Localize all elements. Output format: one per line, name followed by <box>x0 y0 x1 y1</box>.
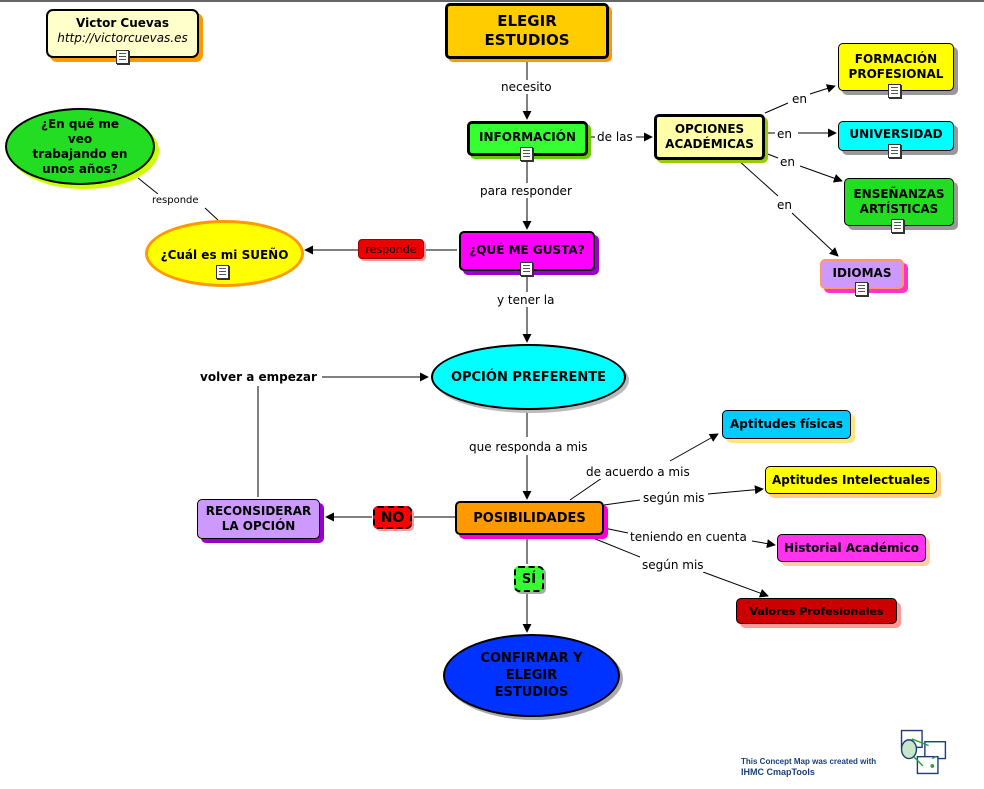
node-valores-profesionales[interactable]: Valores Profesionales <box>736 598 897 624</box>
document-icon[interactable] <box>520 262 533 276</box>
node-elegir-estudios[interactable]: ELEGIR ESTUDIOS <box>445 3 609 59</box>
link-label-en-artisticas: en <box>780 155 795 169</box>
link-label-si: SÍ <box>514 566 544 592</box>
link-label-en-universidad: en <box>777 127 792 141</box>
link-label-segun-mis-1: según mis <box>643 491 705 505</box>
document-icon[interactable] <box>855 282 868 296</box>
link-label-de-acuerdo: de acuerdo a mis <box>586 465 690 479</box>
node-opcion-preferente[interactable]: OPCIÓN PREFERENTE <box>431 344 626 410</box>
node-confirmar[interactable]: CONFIRMAR Y ELEGIR ESTUDIOS <box>443 634 620 717</box>
link-label-que-responda: que responda a mis <box>469 440 588 454</box>
link-label-responde-sueno: responde <box>358 239 424 259</box>
footer-caption: This Concept Map was created with IHMC C… <box>741 757 877 777</box>
link-label-en-idiomas: en <box>777 198 792 212</box>
document-icon[interactable] <box>216 265 229 279</box>
node-opciones-academicas[interactable]: OPCIONES ACADÉMICAS <box>654 114 765 160</box>
node-que-me-gusta[interactable]: ¿QUÉ ME GUSTA? <box>459 231 595 271</box>
link-label-volver-a-empezar: volver a empezar <box>200 370 317 384</box>
document-icon[interactable] <box>888 144 901 158</box>
document-icon[interactable] <box>891 219 904 233</box>
author-url: http://victorcuevas.es <box>57 31 188 45</box>
link-label-para-responder: para responder <box>480 184 572 198</box>
author-name: Victor Cuevas <box>76 16 169 30</box>
document-icon[interactable] <box>116 50 129 64</box>
node-trabajando[interactable]: ¿En qué me veo trabajando en unos años? <box>5 108 155 185</box>
document-icon[interactable] <box>888 84 901 98</box>
link-label-segun-mis-2: según mis <box>642 558 704 572</box>
node-historial-academico[interactable]: Historial Académico <box>777 534 926 562</box>
link-label-teniendo: teniendo en cuenta <box>630 530 747 544</box>
link-label-en-fp: en <box>792 92 807 106</box>
node-posibilidades[interactable]: POSIBILIDADES <box>455 501 604 535</box>
document-icon[interactable] <box>520 147 533 161</box>
link-label-y-tener-la: y tener la <box>497 293 555 307</box>
link-label-responde-trabajo: responde <box>152 194 199 208</box>
cmaptools-logo-icon <box>900 729 947 775</box>
node-aptitudes-fisicas[interactable]: Aptitudes físicas <box>722 410 851 439</box>
node-ensenanzas-artisticas[interactable]: ENSEÑANZAS ARTÍSTICAS <box>844 178 954 226</box>
node-aptitudes-intelectuales[interactable]: Aptitudes Intelectuales <box>765 466 937 494</box>
author-card: Victor Cuevas http://victorcuevas.es <box>46 9 199 58</box>
node-reconsiderar[interactable]: RECONSIDERAR LA OPCIÓN <box>197 499 320 539</box>
link-label-de-las: de las <box>597 130 633 144</box>
top-border <box>0 0 984 2</box>
node-formacion-profesional[interactable]: FORMACIÓN PROFESIONAL <box>838 43 954 91</box>
link-label-no: NO <box>373 506 412 529</box>
link-label-necesito: necesito <box>501 80 552 94</box>
